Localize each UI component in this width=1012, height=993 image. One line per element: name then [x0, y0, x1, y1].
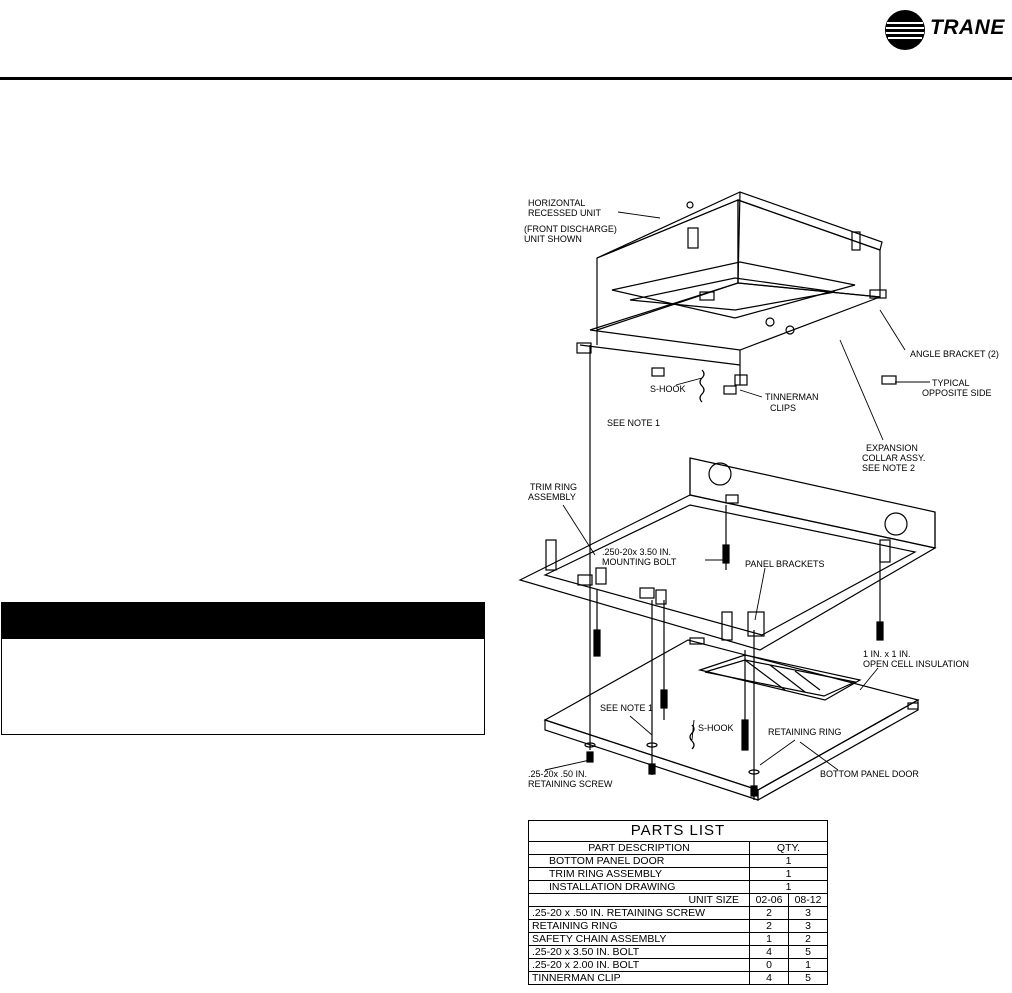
part-qty: 1 — [749, 880, 828, 894]
warning-header-bar — [2, 603, 484, 639]
unit-size-label: UNIT SIZE — [528, 893, 750, 907]
part-qty-large: 2 — [788, 932, 828, 946]
s-hook-clip-shape — [651, 367, 665, 377]
label-typical-2: OPPOSITE SIDE — [922, 388, 992, 398]
table-row: INSTALLATION DRAWING 1 — [528, 880, 828, 894]
s-hook-chain-shape — [699, 369, 705, 403]
label-bottom-panel-door: BOTTOM PANEL DOOR — [820, 769, 919, 779]
label-mounting-bolt-1: .250-20x 3.50 IN. — [602, 547, 671, 557]
part-description: TRIM RING ASSEMBLY — [528, 867, 750, 881]
part-qty-large: 1 — [788, 958, 828, 972]
part-description: .25-20 x 3.50 IN. BOLT — [528, 945, 750, 959]
trim-ring-drawing — [518, 457, 937, 651]
label-insulation-1: 1 IN. x 1 IN. — [863, 649, 911, 659]
label-trim-ring-1: TRIM RING — [530, 482, 577, 492]
part-qty-small: 4 — [749, 945, 789, 959]
table-row: .25-20 x 2.00 IN. BOLT 0 1 — [528, 958, 828, 972]
label-horizontal-unit-2: RECESSED UNIT — [528, 208, 602, 218]
label-see-note-1-bottom: SEE NOTE 1 — [600, 703, 653, 713]
part-qty: 1 — [749, 867, 828, 881]
part-qty: 1 — [749, 854, 828, 868]
label-front-discharge-1: (FRONT DISCHARGE) — [524, 224, 617, 234]
label-panel-brackets: PANEL BRACKETS — [745, 559, 825, 569]
label-expansion-3: SEE NOTE 2 — [862, 463, 915, 473]
tinnerman-clip-shape — [723, 385, 737, 395]
label-see-note-1-top: SEE NOTE 1 — [607, 418, 660, 428]
part-qty-small: 1 — [749, 932, 789, 946]
part-description: INSTALLATION DRAWING — [528, 880, 750, 894]
label-tinnerman-1: TINNERMAN — [765, 392, 819, 402]
part-description: .25-20 x .50 IN. RETAINING SCREW — [528, 906, 750, 920]
table-row: TINNERMAN CLIP 4 5 — [528, 971, 828, 985]
label-front-discharge-2: UNIT SHOWN — [524, 234, 582, 244]
part-description: TINNERMAN CLIP — [528, 971, 750, 985]
part-description: .25-20 x 2.00 IN. BOLT — [528, 958, 750, 972]
part-qty-large: 5 — [788, 971, 828, 985]
table-row: UNIT SIZE 02-06 08-12 — [528, 893, 828, 907]
parts-list-title: PARTS LIST — [528, 820, 828, 842]
label-tinnerman-2: CLIPS — [770, 403, 796, 413]
label-trim-ring-2: ASSEMBLY — [528, 492, 576, 502]
part-qty-large: 3 — [788, 919, 828, 933]
horizontal-unit-drawing — [576, 191, 887, 386]
leader-lines — [544, 211, 930, 771]
part-qty-small: 4 — [749, 971, 789, 985]
typical-clip-shape — [881, 375, 897, 385]
label-insulation-2: OPEN CELL INSULATION — [863, 659, 969, 669]
label-s-hook-top: S-HOOK — [650, 384, 686, 394]
header-rule — [0, 77, 1012, 80]
part-description: BOTTOM PANEL DOOR — [528, 854, 750, 868]
trane-logo: TRANE — [883, 8, 1008, 52]
label-horizontal-unit-1: HORIZONTAL — [528, 198, 585, 208]
label-angle-bracket: ANGLE BRACKET (2) — [910, 349, 999, 359]
part-qty-large: 5 — [788, 945, 828, 959]
label-expansion-2: COLLAR ASSY. — [862, 453, 925, 463]
table-row: .25-20 x .50 IN. RETAINING SCREW 2 3 — [528, 906, 828, 920]
bottom-panel-door-drawing — [543, 637, 920, 802]
label-retaining-ring: RETAINING RING — [768, 727, 841, 737]
part-description: SAFETY CHAIN ASSEMBLY — [528, 932, 750, 946]
bolt-lines — [584, 345, 884, 800]
label-s-hook-bottom: S-HOOK — [698, 723, 734, 733]
part-description-header: PART DESCRIPTION — [528, 841, 750, 855]
label-retaining-screw-1: .25-20x .50 IN. — [528, 769, 587, 779]
table-row: SAFETY CHAIN ASSEMBLY 1 2 — [528, 932, 828, 946]
part-description: RETAINING RING — [528, 919, 750, 933]
label-retaining-screw-2: RETAINING SCREW — [528, 779, 613, 789]
trane-globe-icon — [885, 10, 925, 50]
table-row: .25-20 x 3.50 IN. BOLT 4 5 — [528, 945, 828, 959]
label-typical-1: TYPICAL — [932, 378, 970, 388]
label-expansion-1: EXPANSION — [866, 443, 918, 453]
parts-list-table: PARTS LIST PART DESCRIPTION QTY. BOTTOM … — [528, 820, 828, 985]
warning-box — [1, 602, 485, 735]
part-qty-large: 3 — [788, 906, 828, 920]
label-mounting-bolt-2: MOUNTING BOLT — [602, 557, 677, 567]
part-qty-small: 2 — [749, 906, 789, 920]
table-row: BOTTOM PANEL DOOR 1 — [528, 854, 828, 868]
qty-header: QTY. — [749, 841, 828, 855]
brand-name: TRANE — [930, 16, 1005, 39]
unit-size-small: 02-06 — [749, 893, 789, 907]
table-row: TRIM RING ASSEMBLY 1 — [528, 867, 828, 881]
unit-size-large: 08-12 — [788, 893, 828, 907]
part-qty-small: 2 — [749, 919, 789, 933]
exploded-assembly-drawing: HORIZONTAL RECESSED UNIT (FRONT DISCHARG… — [518, 191, 999, 802]
part-qty-small: 0 — [749, 958, 789, 972]
table-row: RETAINING RING 2 3 — [528, 919, 828, 933]
